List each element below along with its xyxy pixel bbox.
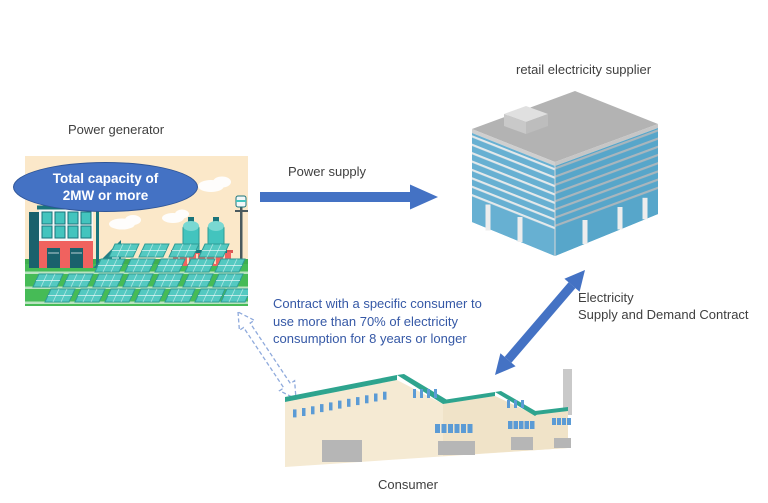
factory-window-clusters: [435, 418, 571, 433]
retail-supplier-label: retail electricity supplier: [516, 62, 652, 77]
building-pillars: [485, 197, 648, 244]
capacity-badge-line2: 2MW or more: [62, 188, 149, 203]
double-arrow-icon: [495, 270, 585, 375]
building-penthouse: [504, 106, 548, 134]
consumer-contract-text: Contract with a specific consumer to use…: [273, 295, 482, 348]
consumer-label: Consumer: [378, 477, 438, 492]
factory-chimney: [563, 369, 572, 415]
electricity-contract-line2: Supply and Demand Contract: [578, 307, 749, 322]
cloud-icons: [109, 176, 231, 230]
light-pole-icon: [235, 195, 248, 261]
building-roof: [472, 91, 658, 162]
consumer-contract-line1: Contract with a specific consumer to: [273, 296, 482, 311]
supply-demand-contract-arrow: [495, 270, 585, 375]
right-arrow-icon: [260, 184, 438, 210]
retail-supplier-illustration: [472, 91, 658, 256]
capacity-badge: Total capacity of 2MW or more: [13, 162, 198, 212]
power-supply-label: Power supply: [288, 164, 367, 179]
electricity-contract-label: Electricity Supply and Demand Contract: [578, 289, 749, 323]
power-generator-label: Power generator: [68, 122, 165, 137]
consumer-illustration: [285, 369, 572, 467]
factory-clerestory-windows: [413, 389, 524, 408]
factory-upper-windows: [293, 391, 387, 418]
consumer-contract-line3: consumption for 8 years or longer: [273, 331, 467, 346]
factory-doors: [322, 437, 571, 462]
capacity-badge-line1: Total capacity of: [52, 171, 159, 186]
power-supply-arrow: [260, 184, 438, 210]
electricity-contract-line1: Electricity: [578, 290, 634, 305]
consumer-contract-line2: use more than 70% of electricity: [273, 313, 458, 329]
